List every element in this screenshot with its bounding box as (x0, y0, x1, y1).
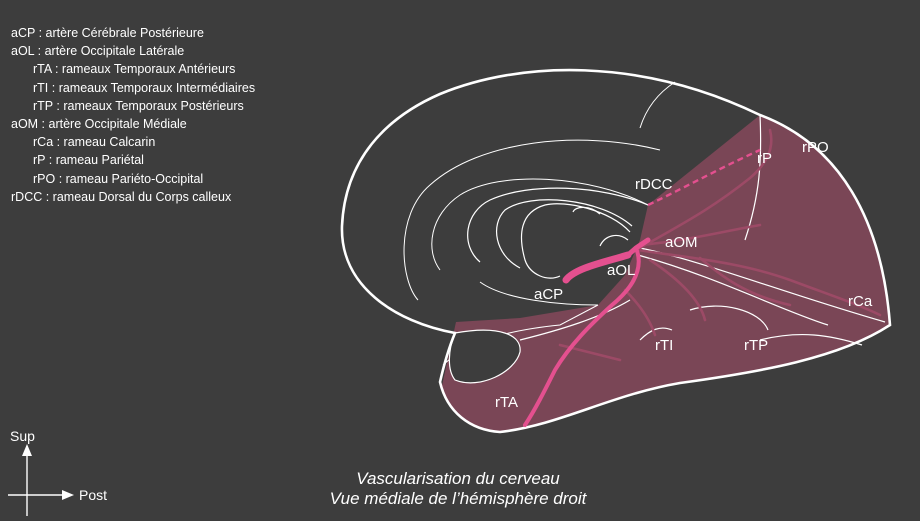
aOL-artery (523, 246, 641, 427)
label-post: Post (79, 487, 107, 503)
inner-structures (431, 178, 649, 279)
legend-item: rP : rameau Pariétal (33, 153, 144, 168)
label-rDCC: rDCC (635, 176, 673, 193)
legend-item: rDCC : rameau Dorsal du Corps calleux (11, 189, 232, 204)
label-rTA: rTA (495, 394, 518, 411)
label-sup: Sup (10, 428, 35, 444)
legend-item: aCP : artère Cérébrale Postérieure (11, 26, 204, 40)
caption-line-1: Vascularisation du cerveau (356, 469, 560, 488)
legend-item: rTA : rameaux Temporaux Antérieurs (33, 62, 236, 77)
label-rPO: rPO (802, 139, 829, 156)
temporal-notch (448, 329, 521, 384)
caption-line-2: Vue médiale de l’hémisphère droit (330, 489, 588, 508)
legend-item: rPO : rameau Pariéto-Occipital (33, 171, 204, 186)
legend-item: aOL : artère Occipitale Latérale (11, 44, 185, 59)
up-arrow-icon (22, 444, 32, 456)
label-rP: rP (757, 150, 772, 167)
legend: aCP : artère Cérébrale Postérieure aOL :… (11, 24, 255, 206)
label-aOM: aOM (665, 234, 698, 251)
label-aOL: aOL (607, 262, 635, 279)
right-arrow-icon (62, 490, 74, 500)
legend-item: rCa : rameau Calcarin (33, 135, 156, 150)
label-rTP: rTP (744, 337, 768, 354)
label-rTI: rTI (655, 337, 673, 354)
artery-branches (558, 128, 882, 362)
legend-item: aOM : artère Occipitale Médiale (11, 117, 187, 132)
label-aCP: aCP (534, 286, 563, 303)
aCP-artery (562, 251, 632, 284)
aOM-artery (625, 237, 651, 258)
rDCC-dashed-branch (647, 148, 761, 207)
brain-outline (340, 68, 892, 434)
legend-item: rTP : rameaux Temporaux Postérieurs (33, 98, 244, 113)
label-rCa: rCa (848, 293, 873, 310)
orientation-axes: Sup Post (8, 428, 107, 516)
legend-item: rTI : rameaux Temporaux Intermédiaires (33, 80, 256, 95)
